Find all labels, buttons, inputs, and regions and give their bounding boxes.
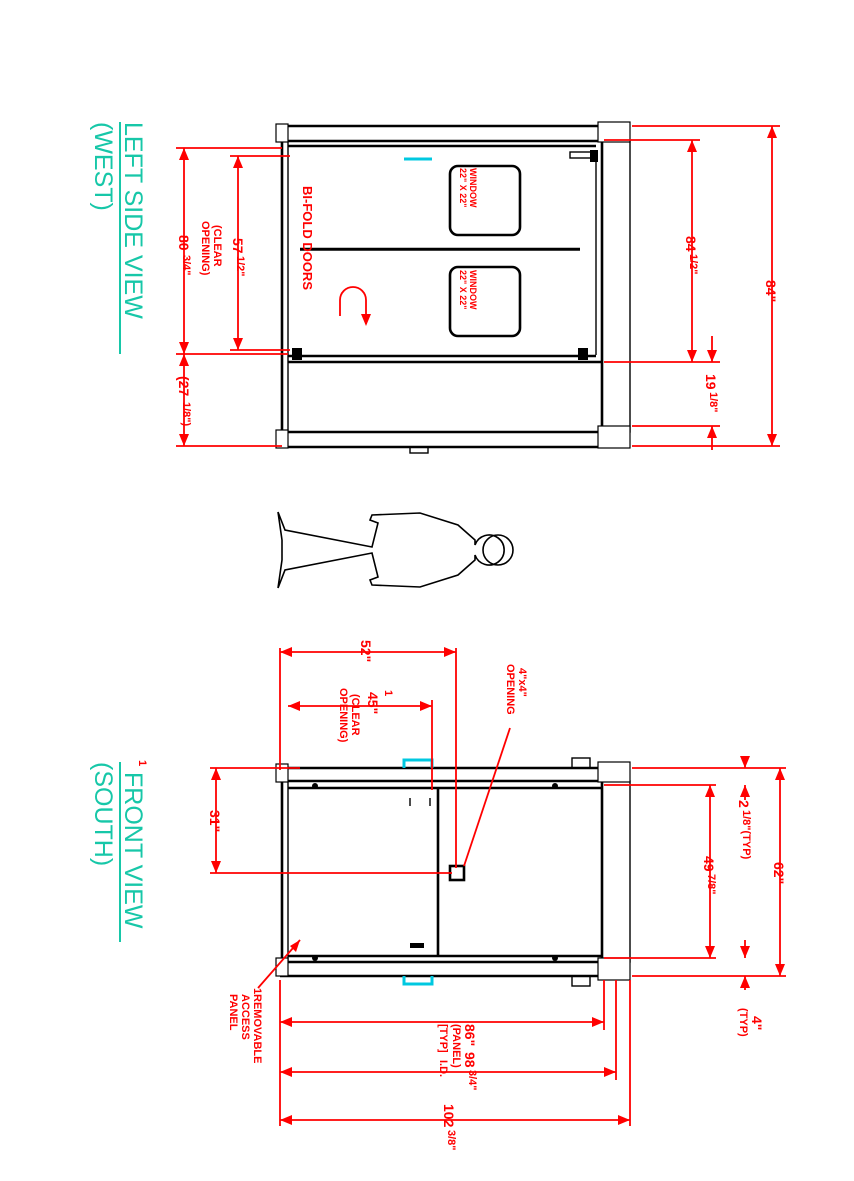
dim-id-label: I.D.	[437, 1060, 449, 1077]
dim-27-1-8: (27	[176, 376, 192, 396]
dim-98-3-4: 98	[462, 1052, 478, 1068]
dim-27-1-8-frac: 1/8")	[180, 402, 192, 427]
removable-line-2: ACCESS	[239, 994, 251, 1040]
dim-57-1-2: 57	[230, 238, 246, 254]
removable-rev: 1	[251, 988, 263, 994]
side-view-title: LEFT SIDE VIEW	[119, 122, 147, 319]
door-swing-arrow	[339, 286, 371, 326]
window-1-label: WINDOW	[468, 168, 478, 208]
dim-86-panel-label: (PANEL)	[450, 1024, 462, 1068]
left-side-view: LEFT SIDE VIEW (WEST)	[89, 121, 780, 454]
dim-49-7-8-frac: 7/8"	[705, 874, 717, 895]
dim-49-7-8: 49	[701, 856, 717, 872]
dim-86-panel: 86"	[462, 1024, 478, 1046]
front-view-subtitle: (SOUTH)	[89, 762, 117, 866]
front-view-bottom-dimensions	[279, 980, 631, 1126]
dim-80-3-4-frac: 3/4"	[180, 255, 192, 276]
removable-line-1: REMOVABLE	[251, 994, 263, 1063]
side-view-window-2: WINDOW 22" X 22"	[448, 265, 522, 338]
removable-access-panel-callout	[257, 939, 301, 989]
side-view-right-dimensions	[604, 125, 780, 450]
dim-4-typ-label: (TYP)	[737, 1008, 749, 1037]
front-clear-opening-1: (CLEAR	[349, 694, 361, 736]
front-view: FRONT VIEW (SOUTH) 1	[89, 640, 787, 1151]
front-view-frame	[275, 757, 631, 987]
dim-31: 31"	[207, 810, 223, 832]
opening-4x4-label: 4"x4"	[516, 668, 528, 697]
window-1-size: 22" X 22"	[458, 168, 468, 208]
window-2-size: 22" X 22"	[458, 270, 468, 310]
front-view-right-dimensions	[604, 756, 786, 990]
front-view-cyan-marker-bottom	[402, 976, 434, 986]
dim-2-1-8-typ-frac: 1/8"(TYP)	[740, 810, 752, 860]
dim-57-1-2-frac: 1/2"	[234, 256, 246, 277]
dim-62: 62"	[771, 862, 787, 884]
dim-84-1-2-frac: 1/2"	[687, 254, 699, 275]
dim-84-overall: 84"	[763, 280, 779, 302]
human-scale-figure	[277, 511, 514, 589]
dim-19-1-8: 19	[703, 374, 719, 390]
dim-4-typ: 4"	[749, 1016, 765, 1030]
side-view-subtitle: (WEST)	[89, 122, 117, 211]
dim-102-3-8: 102	[441, 1104, 457, 1128]
dim-typ-bracket: [TYP]	[437, 1024, 449, 1053]
dim-102-3-8-frac: 3/8"	[445, 1130, 457, 1151]
front-clear-opening-2: OPENING)	[337, 688, 349, 743]
bi-fold-doors-label: BI-FOLD DOORS	[300, 186, 315, 290]
dim-45-rev: 1	[382, 690, 394, 696]
dim-52: 52"	[358, 640, 374, 662]
dim-80-3-4: 80	[176, 235, 192, 251]
front-view-rev-mark: 1	[136, 760, 148, 766]
dim-19-1-8-frac: 1/8"	[707, 392, 719, 413]
dim-84-1-2: 84	[683, 236, 699, 252]
front-view-title: FRONT VIEW	[119, 772, 147, 929]
removable-line-3: PANEL	[227, 994, 239, 1031]
side-clear-opening-2: OPENING)	[199, 221, 211, 276]
side-view-frame	[275, 121, 631, 454]
dim-45: 45"	[365, 692, 381, 714]
front-view-4x4-opening	[448, 864, 466, 882]
front-view-left-dimensions	[210, 647, 511, 874]
side-view-window-1: WINDOW 22" X 22"	[448, 164, 522, 237]
side-clear-opening-1: (CLEAR	[211, 225, 223, 267]
opening-4x4-label-2: OPENING	[504, 664, 516, 715]
dim-98-3-4-frac: 3/4"	[466, 1070, 478, 1091]
dim-2-1-8-typ: 2	[736, 800, 752, 808]
window-2-label: WINDOW	[468, 270, 478, 310]
side-view-left-dimensions	[176, 147, 290, 447]
